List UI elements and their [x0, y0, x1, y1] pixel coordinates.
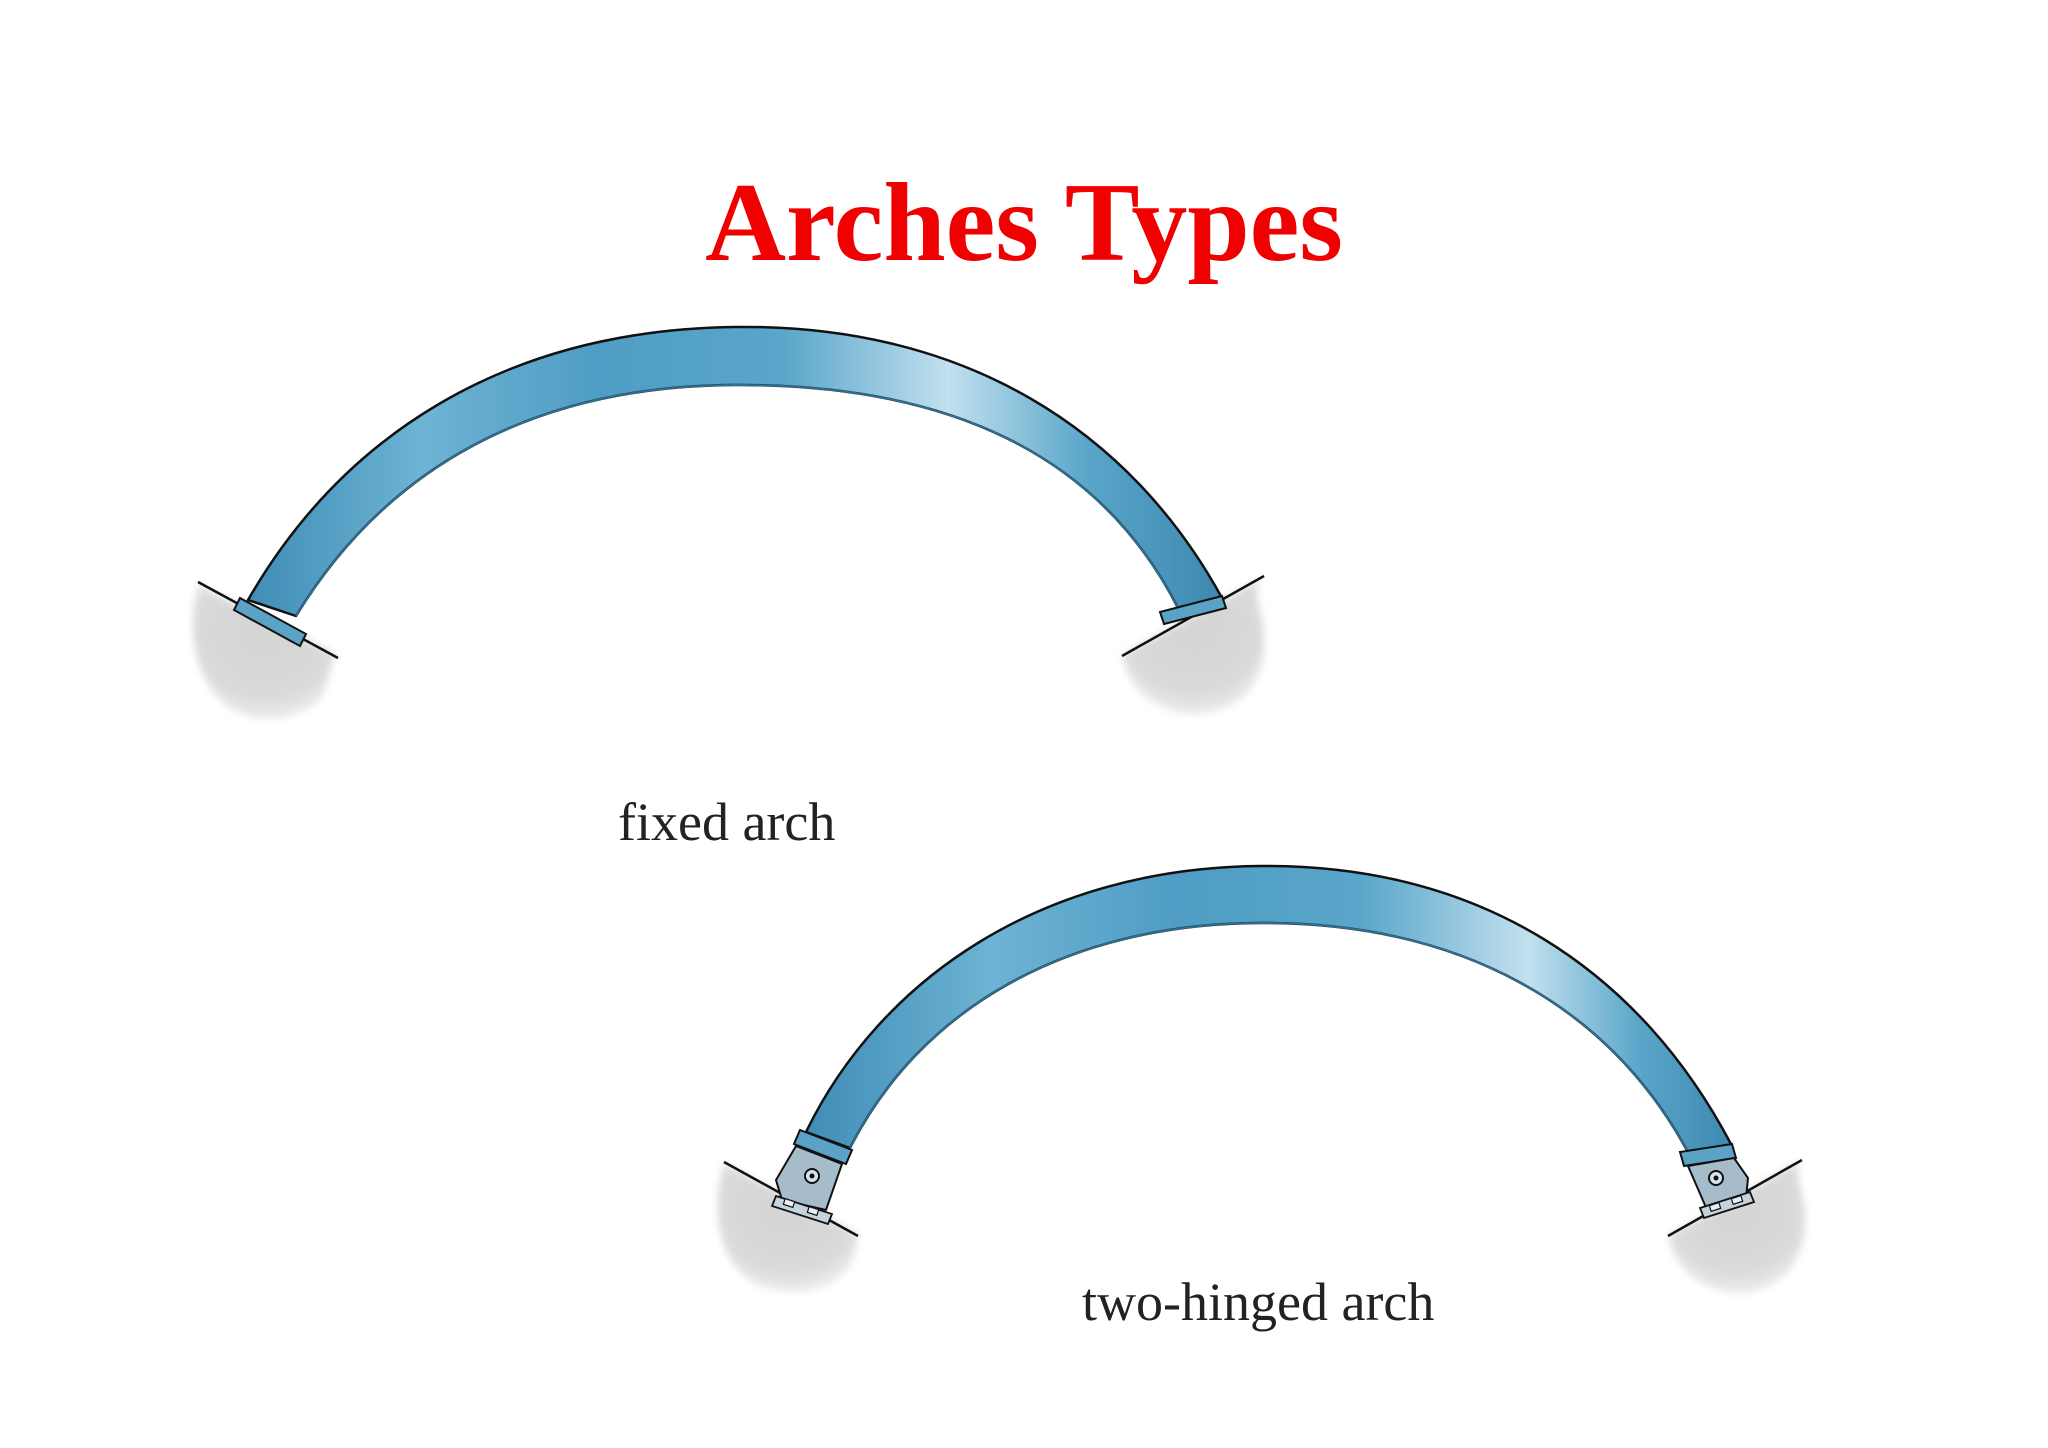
two-hinged-arch-inner-edge [849, 921, 1691, 1157]
ground-left-hinged [717, 1163, 858, 1292]
fixed-base-plate-right [1158, 594, 1228, 626]
fixed-arch-caption: fixed arch [618, 792, 836, 852]
pin-support-right [1678, 1142, 1756, 1220]
two-hinged-arch-caption: two-hinged arch [1082, 1272, 1435, 1332]
two-hinged-arch-figure [717, 864, 1805, 1294]
fixed-arch-figure [192, 325, 1265, 720]
ground-right-fixed [1122, 578, 1264, 715]
fixed-arch-inner-edge [295, 383, 1179, 617]
ground-left-fixed [192, 585, 338, 720]
two-hinged-arch-band [804, 864, 1734, 1158]
page-title: Arches Types [705, 161, 1343, 285]
fixed-arch-band [246, 325, 1224, 618]
ground-right-hinged [1668, 1160, 1805, 1294]
pin-support-left [770, 1128, 854, 1226]
fixed-base-plate-left [232, 596, 308, 648]
